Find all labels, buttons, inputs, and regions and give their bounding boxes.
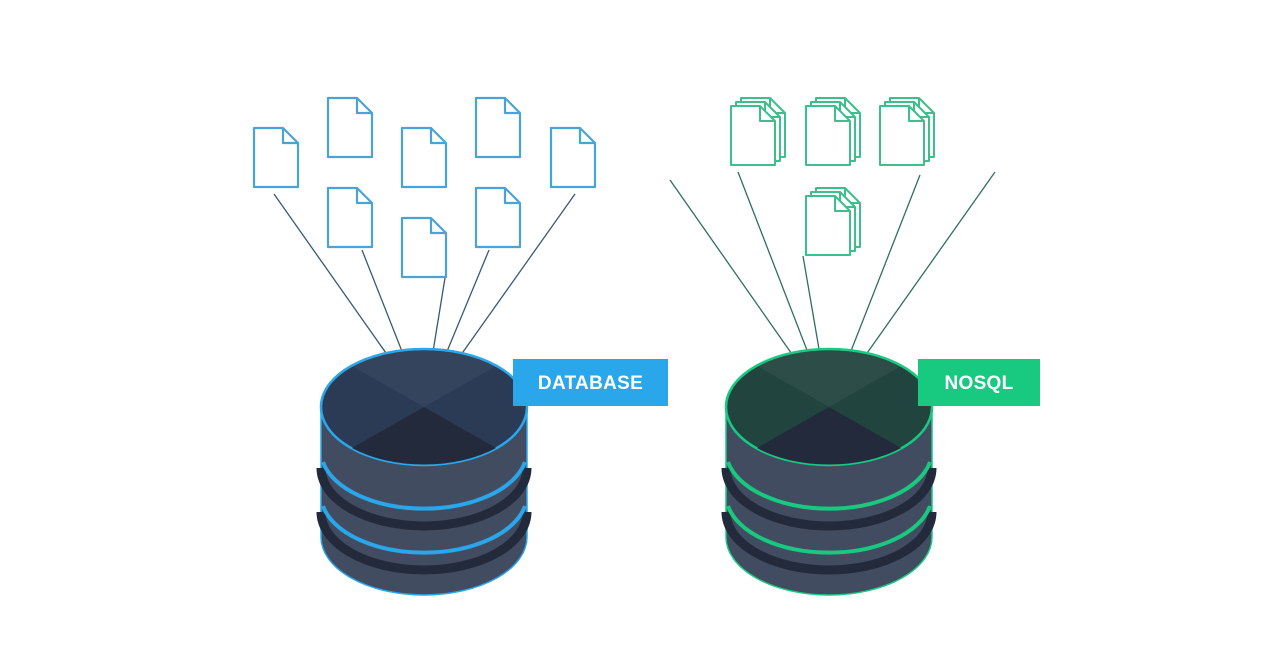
document-icon xyxy=(400,216,448,279)
nosql-label: NOSQL xyxy=(944,373,1013,394)
databases xyxy=(316,347,937,596)
nosql-label-tag: NOSQL xyxy=(918,359,1040,406)
nosql-database-cylinder xyxy=(721,347,937,596)
database-tag-background xyxy=(513,359,668,406)
document-icon xyxy=(474,96,522,159)
document-icon xyxy=(400,126,448,189)
documents xyxy=(252,96,935,279)
document-icon xyxy=(549,126,597,189)
document-icon xyxy=(326,186,374,249)
stacked-documents-icon xyxy=(730,97,786,166)
document-icon xyxy=(252,126,300,189)
database-label: DATABASE xyxy=(538,373,643,394)
stacked-documents-icon xyxy=(805,97,861,166)
stacked-documents-icon xyxy=(805,187,861,256)
sql-database-cylinder xyxy=(316,347,532,596)
document-icon xyxy=(326,96,374,159)
stacked-documents-icon xyxy=(879,97,935,166)
database-label-tag: DATABASE xyxy=(513,359,668,406)
nosql-tag-background xyxy=(918,359,1040,406)
document-icon xyxy=(474,186,522,249)
